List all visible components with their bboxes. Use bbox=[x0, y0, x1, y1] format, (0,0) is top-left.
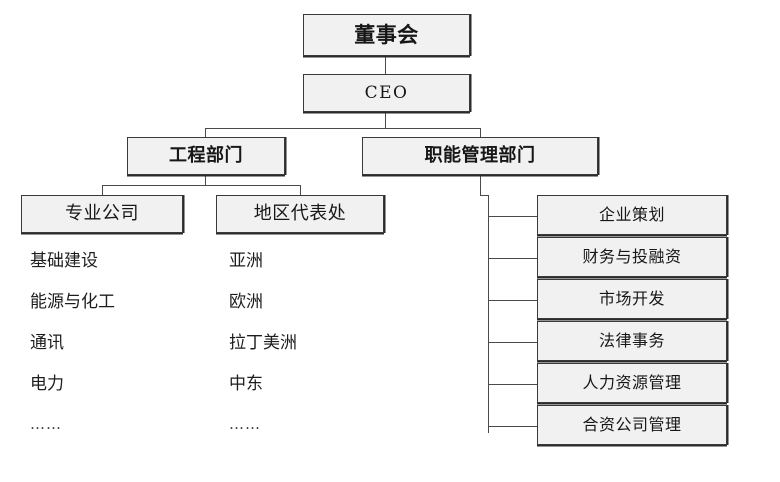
connector-board-to-ceo bbox=[385, 55, 386, 74]
node-functional-finance-investment-label: 财务与投融资 bbox=[582, 247, 682, 266]
node-functional-corporate-planning[interactable]: 企业策划 bbox=[537, 195, 727, 235]
connector-functional-stem-jog bbox=[480, 195, 488, 196]
connector-ceo-stem bbox=[385, 111, 386, 128]
list-item: …… bbox=[30, 415, 62, 433]
connector-bus-to-professional bbox=[102, 185, 103, 195]
list-item: 能源与化工 bbox=[30, 292, 115, 312]
node-functional-management-department[interactable]: 职能管理部门 bbox=[362, 137, 598, 175]
connector-branch-func-2 bbox=[488, 258, 537, 259]
connector-level3-bus bbox=[102, 185, 300, 186]
regional-office-list: 亚洲 欧洲 拉丁美洲 中东 …… bbox=[229, 253, 297, 456]
node-functional-finance-investment[interactable]: 财务与投融资 bbox=[537, 237, 727, 277]
node-board-of-directors[interactable]: 董事会 bbox=[303, 14, 470, 56]
connector-branch-func-5 bbox=[488, 384, 537, 385]
node-professional-companies[interactable]: 专业公司 bbox=[21, 195, 183, 233]
connector-engineering-stem bbox=[205, 174, 206, 185]
node-functional-market-development[interactable]: 市场开发 bbox=[537, 279, 727, 319]
connector-bus-to-regional bbox=[300, 185, 301, 195]
connector-branch-func-6 bbox=[488, 426, 537, 427]
node-functional-human-resources-label: 人力资源管理 bbox=[582, 373, 682, 392]
node-functional-management-department-label: 职能管理部门 bbox=[424, 145, 536, 166]
connector-branch-func-3 bbox=[488, 300, 537, 301]
node-functional-joint-venture-management[interactable]: 合资公司管理 bbox=[537, 405, 727, 445]
node-functional-joint-venture-management-label: 合资公司管理 bbox=[582, 415, 682, 434]
list-item: 中东 bbox=[229, 374, 263, 394]
node-functional-legal-affairs[interactable]: 法律事务 bbox=[537, 321, 727, 361]
list-item: 通讯 bbox=[30, 333, 64, 353]
list-item: 欧洲 bbox=[229, 292, 263, 312]
list-item: 亚洲 bbox=[229, 251, 263, 271]
node-ceo-label: CEO bbox=[364, 82, 409, 103]
list-item: 基础建设 bbox=[30, 251, 98, 271]
connector-functional-stem bbox=[480, 175, 481, 195]
node-functional-human-resources[interactable]: 人力资源管理 bbox=[537, 363, 727, 403]
connector-level2-bus bbox=[205, 128, 480, 129]
connector-branch-func-1 bbox=[488, 216, 537, 217]
list-item: 拉丁美洲 bbox=[229, 333, 297, 353]
node-engineering-department-label: 工程部门 bbox=[169, 145, 243, 166]
list-item: 电力 bbox=[30, 374, 64, 394]
node-functional-market-development-label: 市场开发 bbox=[598, 289, 665, 308]
connector-branch-func-4 bbox=[488, 342, 537, 343]
node-regional-offices-label: 地区代表处 bbox=[253, 203, 347, 224]
node-professional-companies-label: 专业公司 bbox=[65, 203, 139, 224]
node-regional-offices[interactable]: 地区代表处 bbox=[216, 195, 384, 233]
connector-functional-trunk bbox=[488, 195, 489, 433]
professional-company-list: 基础建设 能源与化工 通讯 电力 …… bbox=[30, 253, 115, 456]
connector-bus-to-functional bbox=[480, 128, 481, 137]
connector-bus-to-engineering bbox=[205, 128, 206, 137]
node-board-of-directors-label: 董事会 bbox=[354, 22, 419, 47]
node-functional-legal-affairs-label: 法律事务 bbox=[598, 331, 665, 350]
node-ceo[interactable]: CEO bbox=[303, 74, 470, 112]
node-engineering-department[interactable]: 工程部门 bbox=[127, 137, 285, 175]
list-item: …… bbox=[229, 415, 261, 433]
node-functional-corporate-planning-label: 企业策划 bbox=[598, 205, 665, 224]
